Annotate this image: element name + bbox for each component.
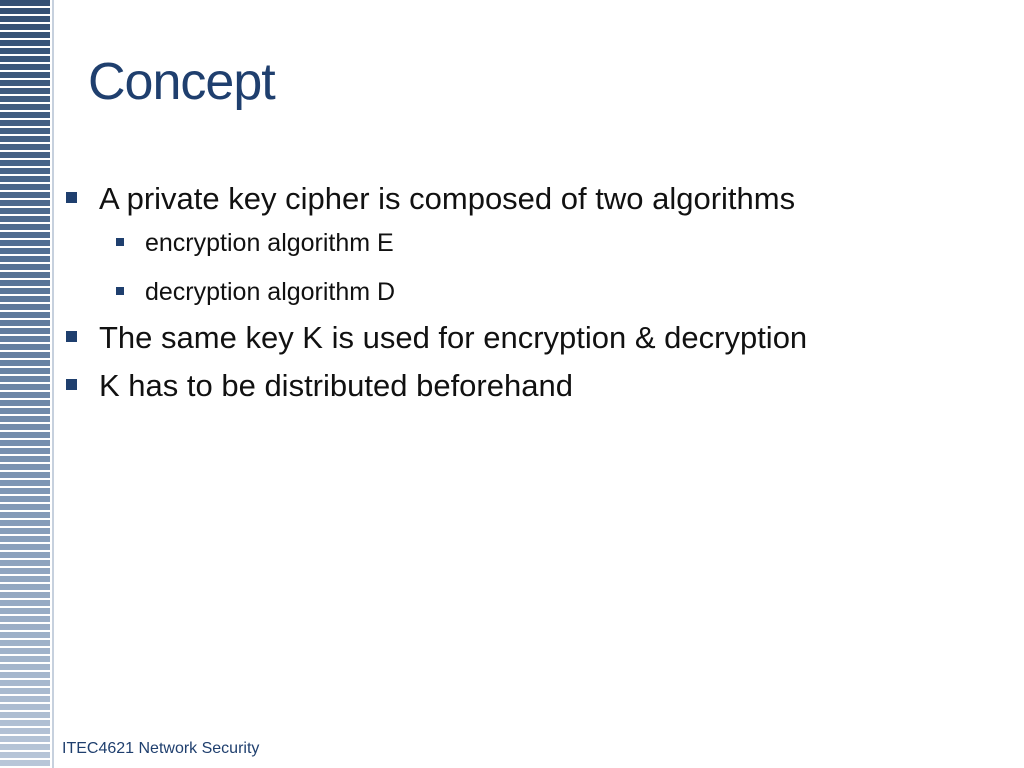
- bullet-text: K has to be distributed beforehand: [99, 368, 573, 403]
- square-bullet-icon: [66, 192, 77, 203]
- sub-bullet-item: decryption algorithm D: [62, 275, 984, 309]
- square-bullet-icon: [66, 331, 77, 342]
- sub-bullet-text: encryption algorithm E: [145, 229, 394, 257]
- square-bullet-icon: [66, 379, 77, 390]
- sub-bullet-text: decryption algorithm D: [145, 278, 396, 306]
- square-bullet-icon: [116, 287, 124, 295]
- slide-footer: ITEC4621 Network Security: [62, 740, 260, 757]
- sub-bullet-item: encryption algorithm E: [62, 226, 984, 260]
- side-stripe-decoration: [0, 0, 50, 768]
- square-bullet-icon: [116, 238, 124, 246]
- slide-title: Concept: [88, 53, 276, 111]
- bullet-text: A private key cipher is composed of two …: [99, 181, 796, 216]
- bullet-item: K has to be distributed beforehand: [62, 365, 984, 407]
- bullet-item: The same key K is used for encryption & …: [62, 317, 984, 359]
- bullet-item: A private key cipher is composed of two …: [62, 178, 984, 220]
- bullet-text: The same key K is used for encryption & …: [99, 320, 808, 355]
- bullet-list: A private key cipher is composed of two …: [62, 178, 984, 413]
- side-divider-line: [52, 0, 54, 768]
